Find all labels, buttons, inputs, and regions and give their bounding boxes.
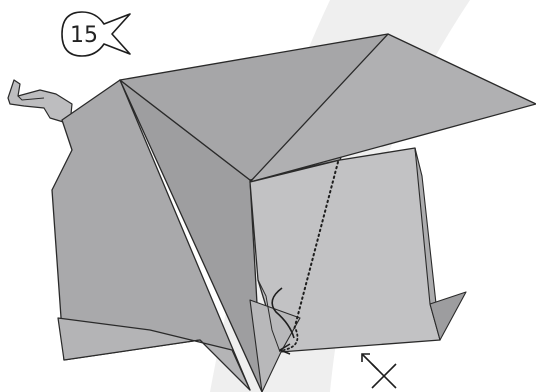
step-number: 15: [70, 23, 98, 48]
paper-tail: [8, 80, 72, 124]
view-direction-cross-icon: [362, 354, 396, 388]
step-number-badge-icon: 15: [62, 12, 130, 56]
